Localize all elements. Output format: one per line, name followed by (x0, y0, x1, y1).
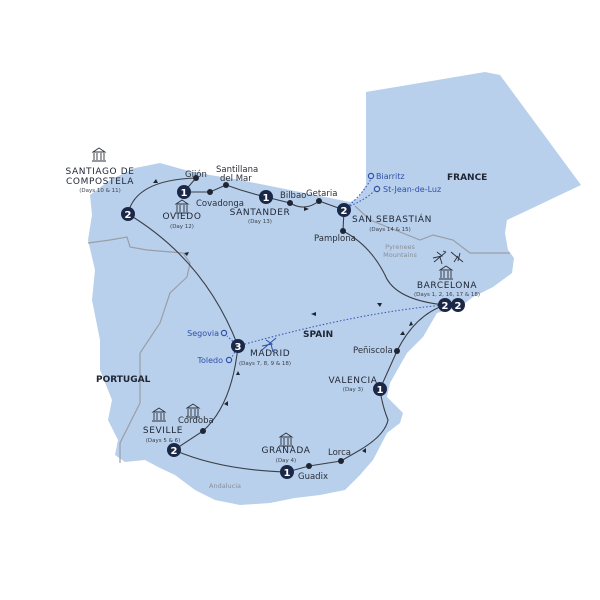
seville-days: (Days 5 & 6) (146, 438, 181, 444)
getaria-label: Getaria (306, 189, 337, 199)
building-icon (151, 407, 167, 422)
building-icon (438, 265, 454, 280)
svg-text:2: 2 (341, 206, 348, 217)
plane-icon (432, 250, 447, 265)
toledo-marker (225, 356, 233, 364)
svg-text:1: 1 (284, 468, 291, 479)
building-icon (185, 403, 201, 418)
flight-path (237, 304, 446, 347)
route-arrows (153, 179, 413, 453)
valencia-label: VALENCIA (328, 376, 377, 386)
santander-label: SANTANDER (230, 208, 291, 218)
land-iberia-france (88, 72, 581, 505)
svg-text:1: 1 (181, 188, 188, 199)
san-sebastian-label: SAN SEBASTIÁN (352, 213, 432, 225)
madrid-label: MADRID (250, 349, 290, 359)
svg-text:2: 2 (171, 446, 178, 457)
stop-marker-santander[interactable]: 1 (259, 190, 273, 204)
barcelona-days: (Days 1, 2, 16, 17 & 18) (414, 292, 480, 298)
santiago-days: (Days 10 & 11) (79, 188, 121, 194)
svg-text:2: 2 (442, 301, 449, 312)
stop-marker-barcelona-end[interactable]: 2 (451, 298, 465, 312)
andalucia-label: Andalucia (209, 482, 241, 490)
visit-dots (193, 175, 400, 469)
pyrenees-label-2: Mountains (383, 251, 417, 259)
portugal-label: PORTUGAL (96, 375, 151, 385)
st-jean-label: St-Jean-de-Luz (383, 185, 441, 194)
valencia-days: (Day 3) (343, 387, 363, 393)
guadix-label: Guadix (298, 472, 328, 482)
stop-marker-madrid[interactable]: 3 (231, 339, 245, 353)
segovia-label: Segovia (187, 329, 219, 338)
santander-days: (Day 13) (248, 219, 272, 225)
oviedo-label: OVIEDO (162, 212, 201, 222)
santiago-label-2: COMPOSTELA (66, 177, 134, 187)
peniscola-label: Peñiscola (353, 346, 393, 356)
france-border (354, 205, 510, 254)
st-jean-marker (373, 185, 381, 193)
svg-text:1: 1 (263, 193, 270, 204)
stop-marker-san-sebastian[interactable]: 2 (337, 203, 351, 217)
stop-marker-barcelona-start[interactable]: 2 (438, 298, 452, 312)
plane-icon (261, 337, 277, 353)
portugal-border (87, 236, 191, 463)
tour-route (127, 177, 446, 473)
madrid-days: (Days 7, 8, 9 & 18) (239, 361, 291, 367)
svg-text:2: 2 (455, 301, 462, 312)
svg-text:2: 2 (125, 210, 132, 221)
france-label: FRANCE (447, 173, 487, 183)
plane-icon (450, 251, 464, 263)
granada-label: GRANADA (261, 446, 310, 456)
pamplona-label: Pamplona (314, 234, 356, 244)
santiago-label: SANTIAGO DE (65, 167, 134, 177)
gijon-label: Gijón (185, 169, 207, 180)
santillana-label-2: del Mar (220, 174, 252, 184)
san-sebastian-days: (Days 14 & 15) (369, 227, 411, 233)
building-icon (174, 199, 190, 214)
biarritz-marker (367, 172, 375, 180)
svg-text:3: 3 (235, 342, 242, 353)
stop-marker-seville[interactable]: 2 (167, 443, 181, 457)
santillana-label: Santillana (216, 165, 258, 175)
segovia-marker (220, 329, 228, 337)
barcelona-label: BARCELONA (417, 281, 477, 291)
stop-marker-santiago[interactable]: 2 (121, 207, 135, 221)
bilbao-label: Bilbao (280, 191, 306, 201)
svg-text:1: 1 (377, 385, 384, 396)
lorca-label: Lorca (328, 448, 351, 458)
side-trip-segovia (226, 335, 239, 347)
granada-days: (Day 4) (276, 458, 296, 464)
stop-marker-oviedo[interactable]: 1 (177, 185, 191, 199)
covadonga-label: Covadonga (196, 199, 244, 209)
seville-label: SEVILLE (143, 426, 183, 436)
stop-marker-valencia[interactable]: 1 (373, 382, 387, 396)
building-icon (278, 432, 294, 447)
pyrenees-label: Pyrenees (385, 243, 415, 251)
spain-label: SPAIN (303, 330, 333, 340)
oviedo-days: (Day 12) (170, 224, 194, 230)
cordoba-label: Córdoba (178, 415, 214, 426)
toledo-label: Toledo (196, 356, 223, 365)
stop-marker-granada[interactable]: 1 (280, 465, 294, 479)
building-icon (91, 147, 107, 162)
biarritz-label: Biarritz (376, 172, 405, 181)
